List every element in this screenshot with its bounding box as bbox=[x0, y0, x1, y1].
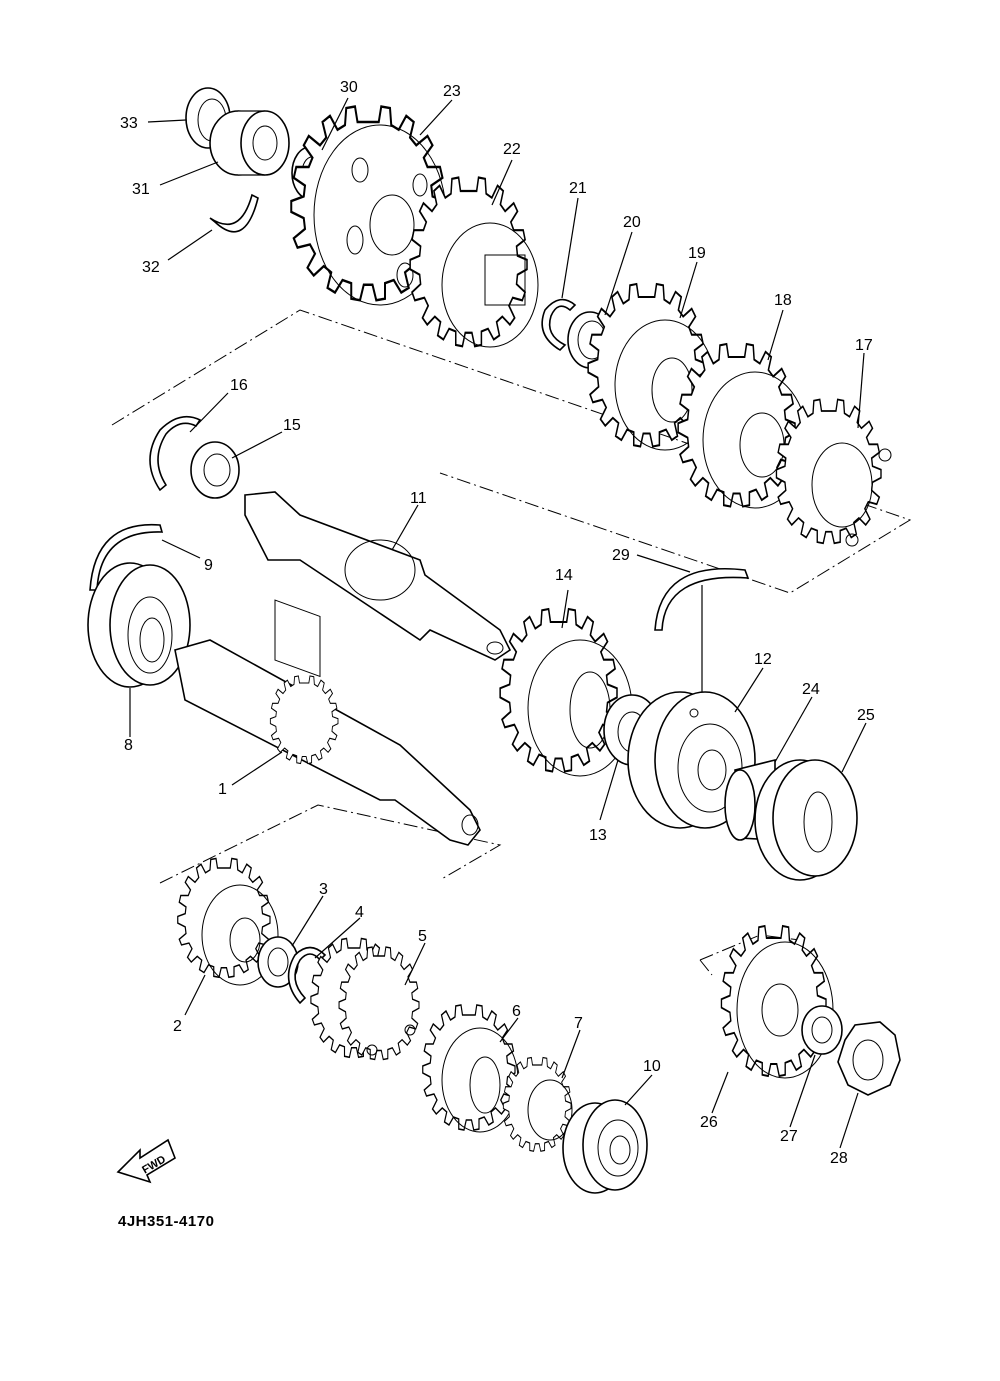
callout-30: 30 bbox=[340, 79, 358, 96]
part-5-gear bbox=[310, 937, 420, 1061]
callout-13: 13 bbox=[589, 827, 607, 844]
callout-11: 11 bbox=[410, 490, 427, 507]
callout-23: 23 bbox=[443, 83, 461, 100]
part-32-half-ring bbox=[209, 193, 259, 233]
callout-7: 7 bbox=[574, 1015, 583, 1032]
callout-6: 6 bbox=[512, 1003, 521, 1020]
callout-28: 28 bbox=[830, 1150, 848, 1167]
part-2-gear bbox=[176, 857, 279, 986]
callout-labels: 33 31 32 30 23 22 21 20 19 18 17 16 15 1… bbox=[120, 79, 875, 1167]
callout-27: 27 bbox=[780, 1128, 798, 1145]
part-10-bearing bbox=[562, 1099, 648, 1194]
callout-14: 14 bbox=[555, 567, 573, 584]
part-25-oil-seal bbox=[754, 759, 858, 881]
part-9-half-ring bbox=[89, 523, 164, 591]
part-1-main-shaft bbox=[174, 639, 481, 846]
callout-5: 5 bbox=[418, 928, 427, 945]
part-29-half-ring bbox=[654, 568, 750, 705]
part-17-gear bbox=[775, 398, 892, 547]
callout-29: 29 bbox=[612, 547, 630, 564]
callout-3: 3 bbox=[319, 881, 328, 898]
part-28-nut bbox=[837, 1021, 901, 1096]
fwd-arrow-icon: FWD bbox=[116, 1138, 176, 1184]
callout-32: 32 bbox=[142, 259, 160, 276]
part-7-gear bbox=[502, 1056, 573, 1152]
part-11-shaft bbox=[244, 491, 512, 678]
callout-12: 12 bbox=[754, 651, 772, 668]
part-8-bearing bbox=[87, 562, 191, 688]
callout-21: 21 bbox=[569, 180, 587, 197]
callout-25: 25 bbox=[857, 707, 875, 724]
callout-17: 17 bbox=[855, 337, 873, 354]
callout-24: 24 bbox=[802, 681, 820, 698]
callout-2: 2 bbox=[173, 1018, 182, 1035]
callout-33: 33 bbox=[120, 115, 138, 132]
leader-lines bbox=[129, 97, 867, 1149]
part-27-lock-washer bbox=[801, 1005, 843, 1055]
callout-16: 16 bbox=[230, 377, 248, 394]
callout-1: 1 bbox=[218, 781, 227, 798]
part-21-circlip bbox=[541, 298, 577, 352]
callout-31: 31 bbox=[132, 181, 150, 198]
callout-15: 15 bbox=[283, 417, 301, 434]
callout-4: 4 bbox=[355, 904, 364, 921]
part-6-gear bbox=[421, 1004, 519, 1133]
callout-9: 9 bbox=[204, 557, 213, 574]
part-26-sprocket bbox=[720, 925, 834, 1079]
diagram-code: 4JH351-4170 bbox=[118, 1213, 214, 1230]
callout-10: 10 bbox=[643, 1058, 661, 1075]
callout-20: 20 bbox=[623, 214, 641, 231]
part-15-washer bbox=[190, 441, 240, 499]
callout-22: 22 bbox=[503, 141, 521, 158]
callout-26: 26 bbox=[700, 1114, 718, 1131]
part-22-gear bbox=[409, 176, 539, 348]
part-31-bearing bbox=[209, 110, 290, 176]
callout-18: 18 bbox=[774, 292, 792, 309]
callout-19: 19 bbox=[688, 245, 706, 262]
callout-8: 8 bbox=[124, 737, 133, 754]
